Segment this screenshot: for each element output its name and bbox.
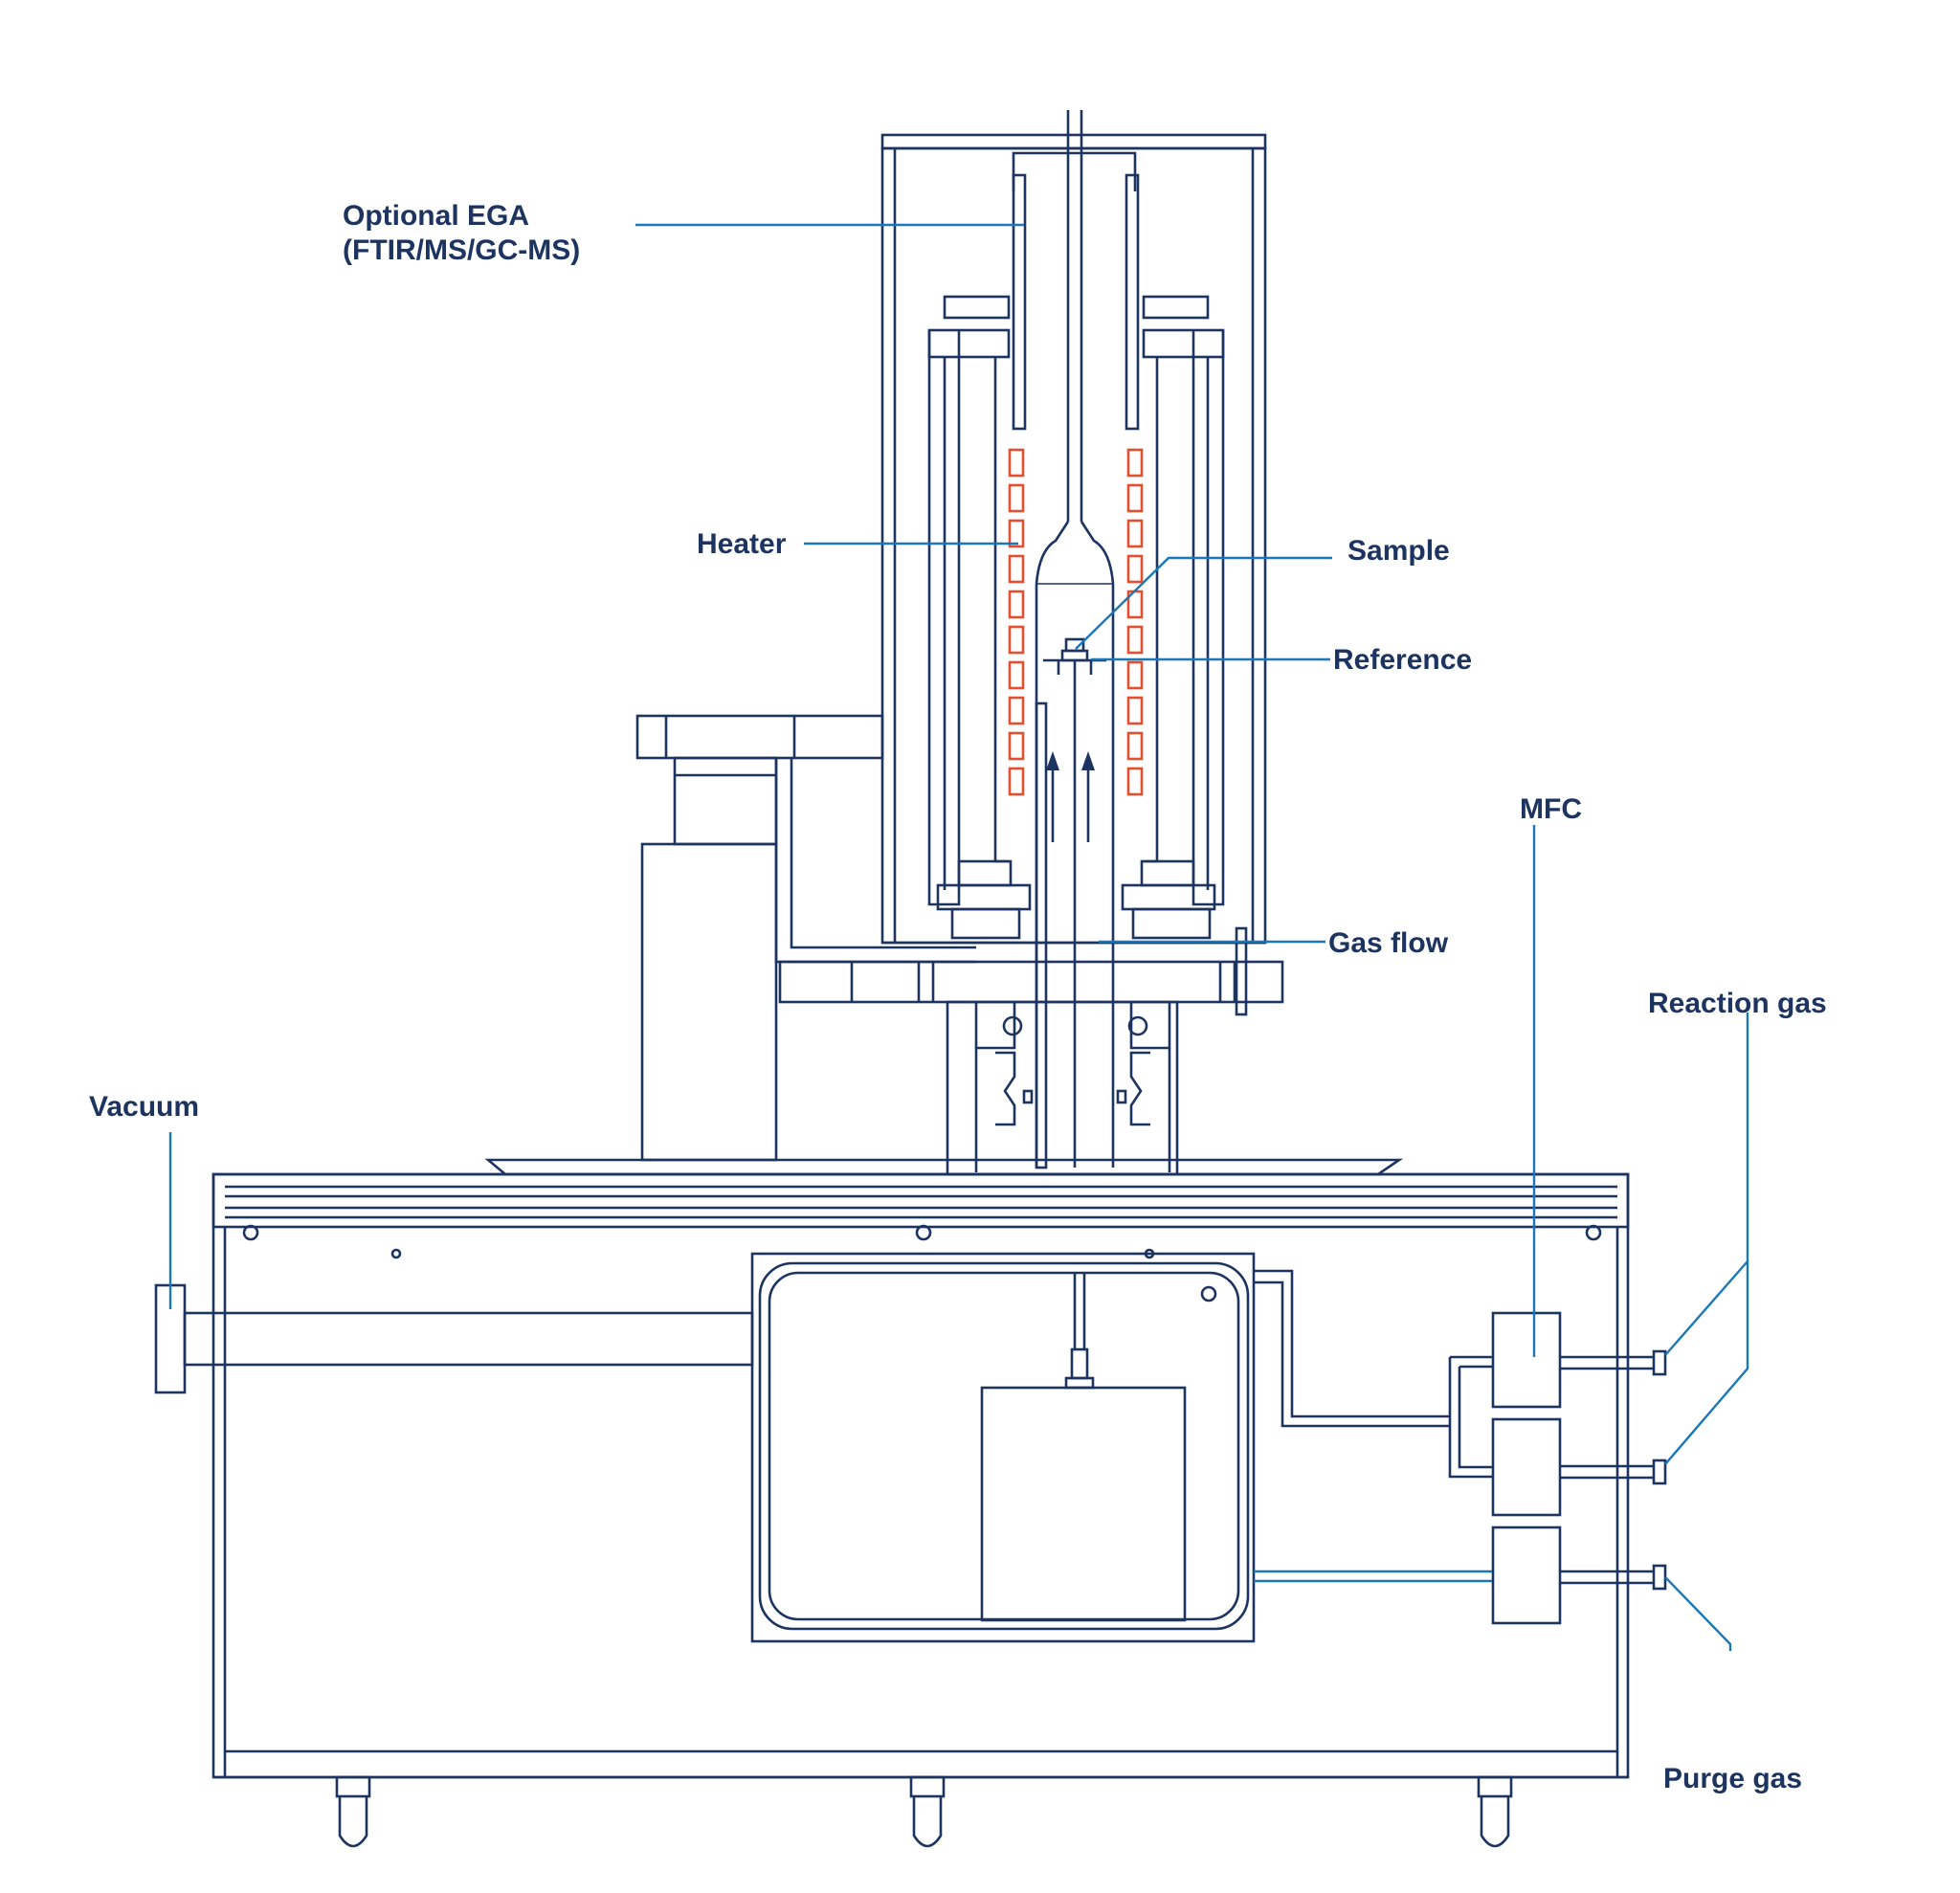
base-cabinet (212, 1158, 1630, 1848)
sample-tube (1035, 521, 1115, 1169)
label-gas-flow: Gas flow (1328, 927, 1449, 959)
balance-chamber (750, 1252, 1256, 1643)
connector-ring (778, 926, 1284, 1176)
label-reference: Reference (1333, 644, 1472, 676)
labels: Optional EGA (FTIR/MS/GC-MS) Heater Samp… (89, 200, 1827, 1794)
gas-lines (1254, 1269, 1667, 1625)
label-optional-ega-detail: (FTIR/MS/GC-MS) (343, 234, 580, 266)
furnace-assembly (880, 110, 1267, 945)
label-mfc: MFC (1520, 793, 1582, 825)
label-optional-ega: Optional EGA (343, 200, 529, 232)
callout-lines (168, 223, 1749, 1651)
mfc-box-2 (1491, 1417, 1562, 1517)
reaction-gas-connector-1 (1652, 1349, 1667, 1376)
mfc-box-1 (1491, 1311, 1562, 1409)
vacuum-port (154, 1283, 754, 1394)
label-sample: Sample (1348, 535, 1450, 567)
label-vacuum: Vacuum (89, 1091, 199, 1123)
cabinet-feet (335, 1775, 1513, 1848)
mfc-box-3 (1491, 1526, 1562, 1625)
purge-gas-connector (1652, 1564, 1667, 1591)
label-purge-gas: Purge gas (1663, 1763, 1802, 1794)
heater-coils (1008, 448, 1144, 796)
side-column (635, 714, 976, 1162)
reaction-gas-connector-2 (1652, 1459, 1667, 1485)
label-reaction-gas: Reaction gas (1648, 988, 1827, 1019)
label-heater: Heater (697, 528, 787, 560)
